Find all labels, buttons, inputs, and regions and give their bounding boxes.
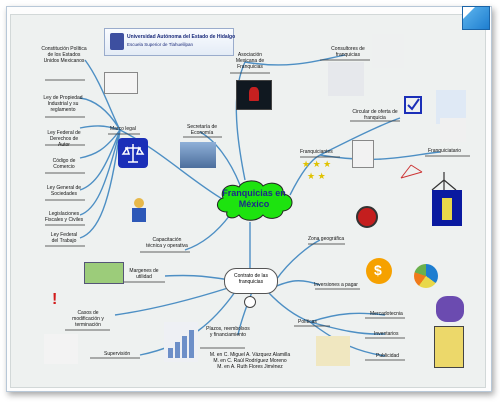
exclamation-icon: ! — [52, 291, 58, 308]
university-seal-icon — [110, 33, 124, 50]
growth-chart-icon — [164, 322, 198, 362]
label-asociacion: Asociación Mexicana de Franquicias — [235, 52, 265, 70]
business-meeting-icon — [372, 34, 404, 68]
arrows-icon — [430, 172, 458, 192]
certificate-icon — [104, 72, 138, 94]
government-building-image — [180, 142, 216, 168]
consultants-image — [328, 62, 364, 96]
policies-image — [316, 336, 350, 366]
label-codigo-comercio: Código de Comercio — [52, 158, 76, 170]
author-1: M. en C. Miguel A. Vázquez Alamilla — [209, 352, 291, 358]
label-politicas: Políticas — [298, 319, 317, 325]
label-marco-legal: Marco legal — [110, 126, 136, 132]
author-2: M. en C. Raúl Rodríguez Moreno — [213, 358, 287, 364]
label-inventarios: Inventarios — [374, 331, 399, 337]
publicity-image — [434, 326, 464, 368]
label-franquiciatario: Franquiciatario — [428, 148, 462, 154]
label-publicidad: Publicidad — [376, 353, 400, 359]
label-plazos: Plazos, reembolsos y financiamiento — [206, 326, 250, 338]
label-constitucion: Constitución Política de los Estados Uni… — [41, 46, 87, 64]
label-inversiones: Inversiones a pagar — [314, 282, 358, 288]
person-warning-image — [44, 334, 78, 364]
justice-scale-icon — [118, 138, 148, 168]
label-propiedad-industrial: Ley de Propiedad Industrial y su reglame… — [43, 95, 83, 113]
author-3: M. en A. Ruth Flores Jiménez — [217, 364, 283, 370]
label-zona: Zona geográfica — [308, 236, 345, 242]
label-capacitacion: Capacitación técnica y operativa — [146, 237, 188, 249]
money-coin-icon: $ — [366, 258, 392, 284]
label-circular: Circular de oferta de franquicia — [352, 109, 398, 121]
marketing-icon — [436, 296, 464, 322]
label-consultores: Consultores de franquicias — [331, 46, 365, 58]
label-franquiciantes: Franquiciantes — [300, 149, 333, 155]
target-icon — [356, 206, 378, 228]
franchise-figure-image — [432, 190, 462, 226]
association-image — [236, 80, 272, 110]
worker-icon — [128, 196, 150, 224]
money-bills-image — [84, 262, 124, 284]
label-mercadotecnia: Mercadotecnia — [370, 311, 403, 317]
label-trabajo: Ley Federal del Trabajo — [50, 232, 78, 244]
clock-icon — [244, 296, 256, 308]
franchisee-people-icon — [440, 118, 466, 142]
pie-chart-icon — [414, 264, 438, 288]
label-casos: Casos de modificación y terminación — [72, 310, 104, 328]
university-header: Universidad Autónoma del Estado de Hidal… — [104, 28, 236, 56]
label-supervision: Supervisión — [104, 351, 131, 357]
checkbox-icon — [404, 96, 422, 114]
authors: M. en C. Miguel A. Vázquez Alamilla M. e… — [200, 352, 300, 370]
school-name: Escuela Superior de Tlahuelilpan — [127, 42, 193, 47]
label-fiscales: Legislaciones Fiscales y Civiles — [44, 211, 84, 223]
label-sociedades: Ley General de Sociedades — [46, 185, 82, 197]
network-chart-icon — [396, 160, 426, 182]
label-margenes: Margenes de utilidad — [129, 268, 159, 280]
page-curl-icon[interactable] — [462, 6, 490, 30]
document-stack-icon — [352, 140, 374, 168]
stars-icon: ★ ★ ★ ★ ★ — [302, 159, 332, 181]
university-name: Universidad Autónoma del Estado de Hidal… — [127, 34, 236, 40]
label-secretaria: Secretaría de Economía — [186, 124, 218, 136]
label-derechos-autor: Ley Federal de Derechos de Autor — [47, 130, 81, 148]
